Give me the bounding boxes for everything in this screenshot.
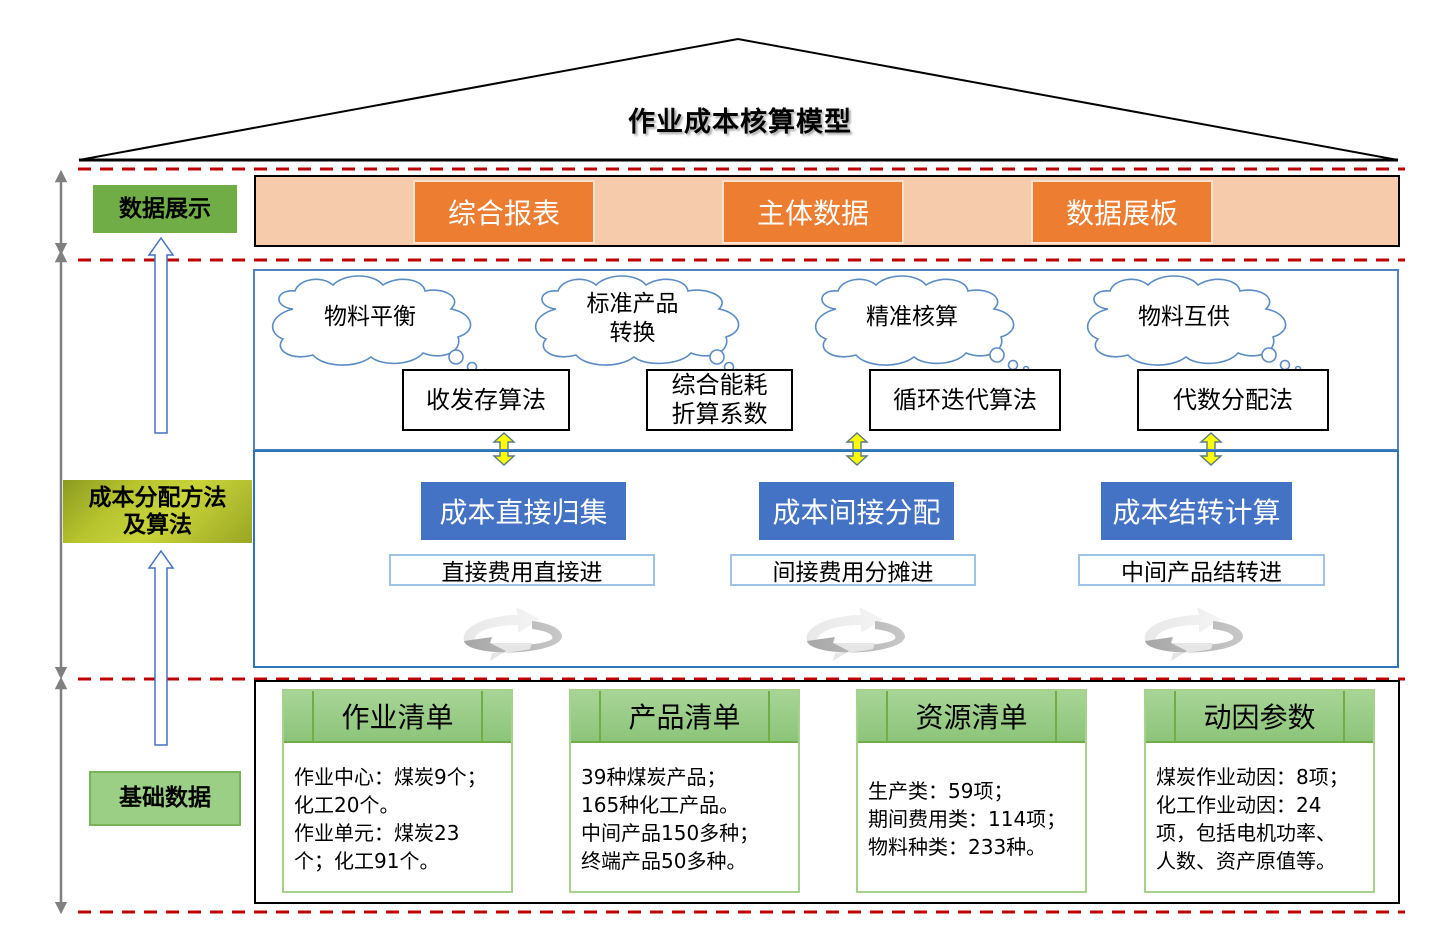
cloud-label: 精准核算	[842, 303, 982, 332]
layer-label-method-line: 成本分配方法	[88, 485, 227, 512]
list-card-title: 动因参数	[1203, 701, 1316, 734]
list-card-header: 动因参数	[1146, 691, 1373, 743]
layer-label-display: 数据展示	[93, 185, 237, 233]
list-line: 期间费用类：114项；	[868, 807, 1067, 831]
layer-label-method: 成本分配方法 及算法	[63, 480, 252, 543]
list-line: 39种煤炭产品；	[581, 765, 727, 789]
cloud-label-line: 精准核算	[866, 304, 958, 330]
list-card-activities[interactable]: 作业清单 作业中心：煤炭9个； 化工20个。 作业单元：煤炭23 个；化工91个…	[282, 689, 513, 893]
method-direct-collection[interactable]: 成本直接归集	[421, 482, 626, 540]
list-line: 165种化工产品。	[581, 793, 740, 817]
list-card-body: 煤炭作业动因：8项； 化工作业动因：24 项，包括电机功率、 人数、资产原值等。	[1156, 763, 1369, 875]
list-line: 生产类：59项；	[868, 779, 1014, 803]
cloud-label-line: 标准产品	[586, 291, 679, 317]
list-card-drivers[interactable]: 动因参数 煤炭作业动因：8项； 化工作业动因：24 项，包括电机功率、 人数、资…	[1144, 689, 1375, 893]
method-indirect-allocation[interactable]: 成本间接分配	[759, 482, 954, 540]
list-line: 个；化工91个。	[294, 849, 440, 873]
list-card-body: 生产类：59项； 期间费用类：114项； 物料种类：233种。	[868, 777, 1081, 861]
list-card-header: 产品清单	[571, 691, 798, 743]
list-card-title: 资源清单	[915, 701, 1028, 734]
list-card-title: 产品清单	[628, 701, 741, 734]
algorithm-box[interactable]: 综合能耗 折算系数	[646, 369, 793, 431]
list-line: 化工作业动因：24	[1156, 793, 1322, 817]
up-arrow-to-display	[147, 236, 175, 434]
algorithm-box[interactable]: 代数分配法	[1137, 369, 1329, 431]
method-carryover-calculation[interactable]: 成本结转计算	[1101, 482, 1292, 540]
algorithm-box[interactable]: 收发存算法	[402, 369, 570, 431]
allocation-method-panel	[253, 450, 1399, 668]
list-line: 项，包括电机功率、	[1156, 821, 1336, 845]
list-line: 物料种类：233种。	[868, 835, 1047, 859]
cloud-label-line: 物料平衡	[324, 304, 416, 330]
algorithm-label: 代数分配法	[1173, 385, 1293, 414]
cloud-label-line: 转换	[609, 319, 656, 346]
base-data-panel	[254, 680, 1400, 904]
list-line: 作业中心：煤炭9个；	[294, 765, 487, 789]
list-card-header: 作业清单	[284, 691, 511, 743]
list-card-resources[interactable]: 资源清单 生产类：59项； 期间费用类：114项； 物料种类：233种。	[856, 689, 1087, 893]
list-card-title: 作业清单	[341, 701, 454, 734]
algorithm-label: 循环迭代算法	[893, 385, 1037, 414]
list-line: 作业单元：煤炭23	[294, 821, 460, 845]
up-arrow-to-method	[147, 549, 175, 746]
list-line: 化工20个。	[294, 793, 400, 817]
layer-label-method-line: 及算法	[123, 511, 192, 538]
algorithm-label: 综合能耗	[671, 371, 768, 400]
list-card-body: 39种煤炭产品； 165种化工产品。 中间产品150多种； 终端产品50多种。	[581, 763, 794, 875]
display-item-dashboard[interactable]: 数据展板	[1031, 180, 1213, 244]
cloud-label: 标准产品 转换	[560, 290, 705, 348]
method-subtitle: 中间产品结转进	[1078, 554, 1325, 586]
cloud-label: 物料平衡	[300, 303, 440, 332]
cloud-label-line: 物料互供	[1138, 304, 1230, 330]
list-line: 终端产品50多种。	[581, 849, 747, 873]
list-card-products[interactable]: 产品清单 39种煤炭产品； 165种化工产品。 中间产品150多种； 终端产品5…	[569, 689, 800, 893]
list-line: 中间产品150多种；	[581, 821, 760, 845]
algorithm-box[interactable]: 循环迭代算法	[869, 369, 1061, 431]
algorithm-label: 收发存算法	[426, 385, 546, 414]
display-item-entity-data[interactable]: 主体数据	[722, 180, 904, 244]
layer-label-base: 基础数据	[89, 771, 241, 826]
list-line: 煤炭作业动因：8项；	[1156, 765, 1349, 789]
model-title: 作业成本核算模型	[628, 107, 852, 138]
method-subtitle: 直接费用直接进	[389, 554, 655, 586]
list-card-header: 资源清单	[858, 691, 1085, 743]
display-item-report[interactable]: 综合报表	[413, 180, 595, 244]
method-subtitle: 间接费用分摊进	[730, 554, 976, 586]
algorithm-label: 折算系数	[671, 400, 768, 428]
list-card-body: 作业中心：煤炭9个； 化工20个。 作业单元：煤炭23 个；化工91个。	[294, 763, 507, 875]
cloud-label: 物料互供	[1114, 303, 1254, 332]
list-line: 人数、资产原值等。	[1156, 849, 1336, 873]
